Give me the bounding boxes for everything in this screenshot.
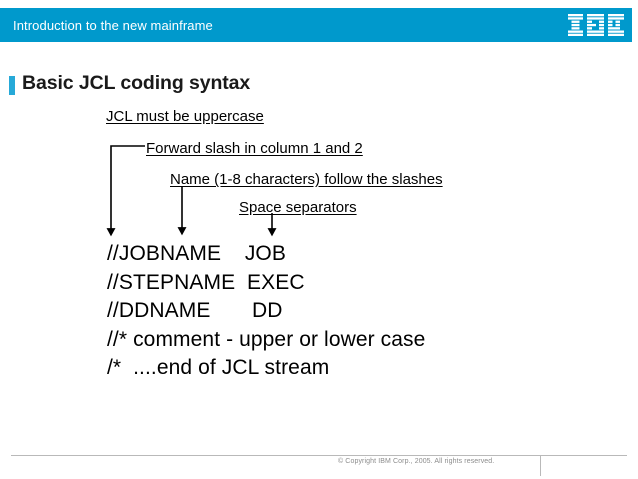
ibm-logo bbox=[568, 14, 624, 36]
footer-copyright: © Copyright IBM Corp., 2005. All rights … bbox=[338, 458, 495, 465]
code-line: //STEPNAME EXEC bbox=[107, 270, 305, 294]
annotation-label-uppercase: JCL must be uppercase bbox=[106, 108, 264, 125]
annotation-label-name: Name (1-8 characters) follow the slashes bbox=[170, 171, 443, 188]
title-accent-bar bbox=[9, 76, 15, 95]
page-title: Basic JCL coding syntax bbox=[22, 72, 251, 94]
page-header-title: Introduction to the new mainframe bbox=[13, 17, 213, 33]
code-line: //DDNAME DD bbox=[107, 299, 283, 322]
footer-divider bbox=[11, 455, 627, 456]
footer-tick-mark bbox=[540, 455, 541, 476]
jcl-code-block: //JOBNAME JOB //STEPNAME EXEC //DDNAME D… bbox=[107, 240, 425, 383]
code-line: //* comment - upper or lower case bbox=[107, 327, 426, 351]
code-line: /* ....end of JCL stream bbox=[107, 356, 330, 379]
annotation-label-space-separators: Space separators bbox=[239, 199, 357, 216]
code-line: //JOBNAME JOB bbox=[107, 242, 286, 265]
header-bar: Introduction to the new mainframe bbox=[0, 8, 632, 42]
arrow-forward-slash bbox=[106, 145, 145, 237]
annotation-label-forward-slash: Forward slash in column 1 and 2 bbox=[146, 140, 363, 157]
